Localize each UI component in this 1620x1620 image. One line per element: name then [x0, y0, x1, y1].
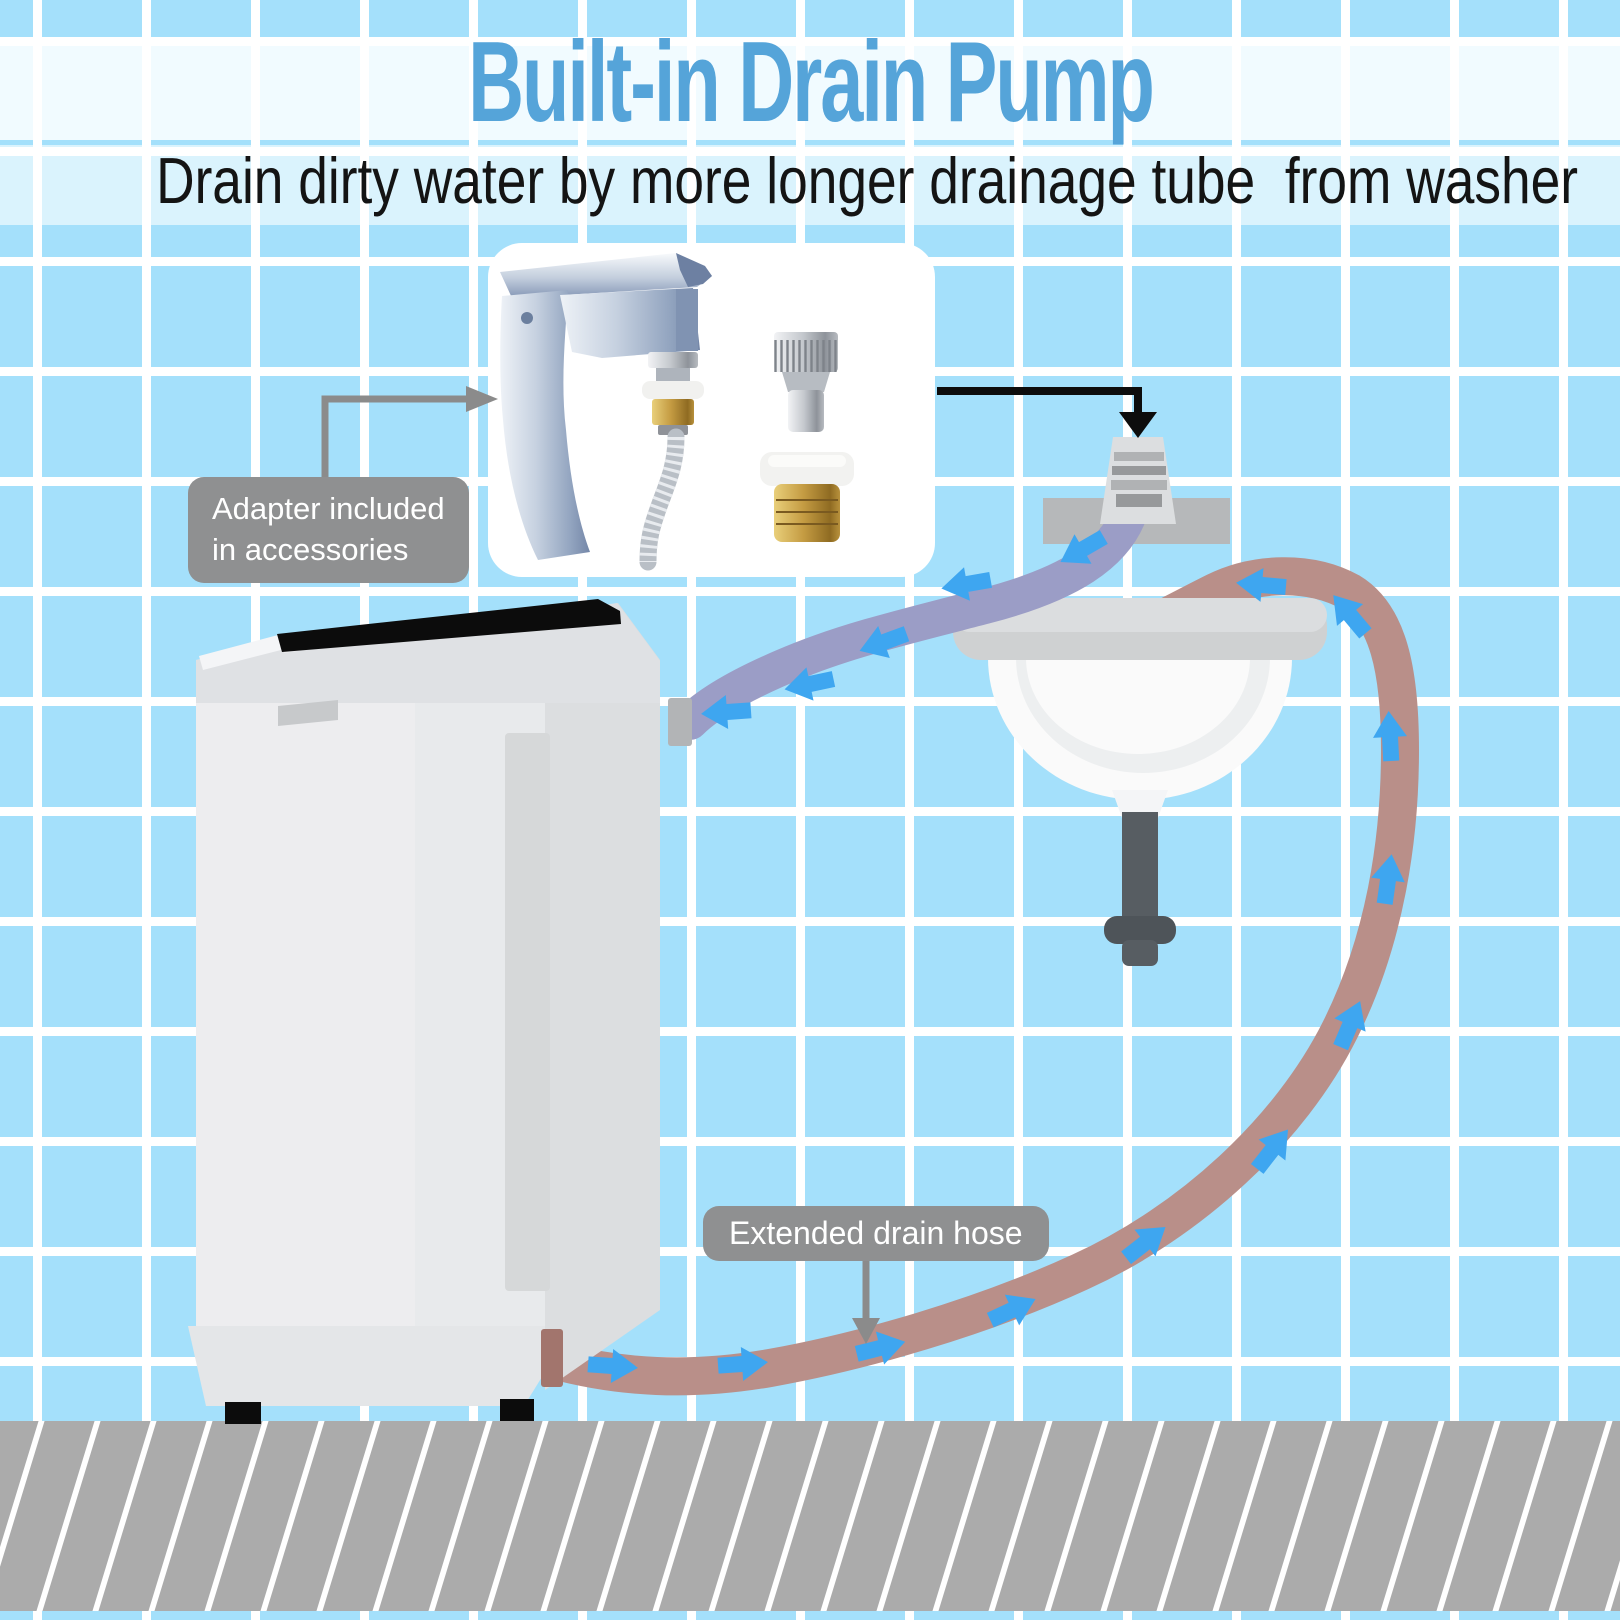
adapter-pointer-arrow	[321, 386, 498, 478]
faucet-photo	[500, 253, 712, 571]
drain-hose-callout: Extended drain hose	[703, 1206, 1049, 1262]
adapter-callout-line1: Adapter included	[212, 491, 445, 526]
adapter-callout-line2: in accessories	[212, 531, 409, 567]
floor	[0, 1421, 1620, 1611]
washer-side-face	[545, 603, 660, 1390]
washer-top-wedge	[199, 635, 281, 670]
sink-counter-top	[953, 598, 1327, 632]
washer-control-detail	[278, 700, 338, 726]
sink-pipe-stub	[1122, 940, 1158, 966]
header-band	[0, 40, 1620, 225]
sink-bowl-inner	[1026, 658, 1250, 754]
washer-foot-right	[500, 1399, 534, 1421]
washer-base	[188, 1326, 545, 1406]
washer-groove	[505, 733, 550, 1291]
sink-pipe-union	[1104, 916, 1176, 944]
adapter-fitting-silver	[774, 332, 838, 432]
adapter-fitting-brass	[760, 452, 854, 542]
washing-machine	[188, 599, 660, 1424]
inset-pointer-arrow	[937, 387, 1157, 438]
supply-hose-connector	[668, 698, 692, 746]
washer-lid	[277, 599, 621, 652]
drain-hose-callout-text: Extended drain hose	[729, 1215, 1023, 1251]
adapter-callout: Adapter included in accessories	[188, 477, 469, 583]
sink-neck	[1112, 790, 1168, 818]
drain-pointer-arrow	[852, 1256, 880, 1344]
wall-outlet	[1100, 437, 1176, 524]
sink	[953, 598, 1327, 966]
sink-pipe	[1122, 812, 1158, 922]
drain-hose-connector	[541, 1329, 563, 1387]
faucet-inset	[488, 243, 935, 577]
washer-foot-left	[225, 1402, 261, 1424]
